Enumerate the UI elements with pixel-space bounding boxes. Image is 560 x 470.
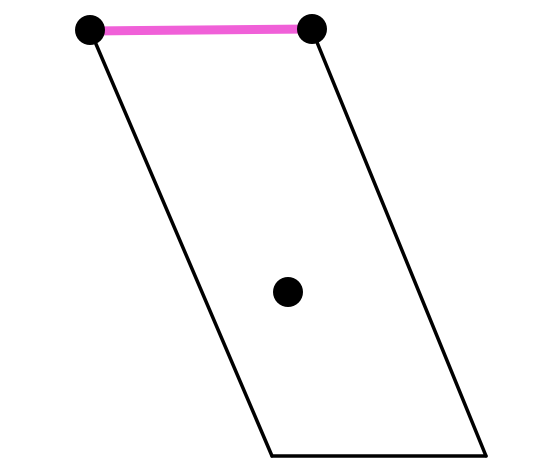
left-edge bbox=[88, 28, 274, 458]
top-left-vertex-point bbox=[75, 15, 105, 45]
top-right-vertex-point bbox=[297, 14, 327, 44]
right-edge bbox=[310, 28, 488, 458]
interior-point bbox=[273, 277, 303, 307]
top-edge-highlight bbox=[89, 24, 313, 36]
